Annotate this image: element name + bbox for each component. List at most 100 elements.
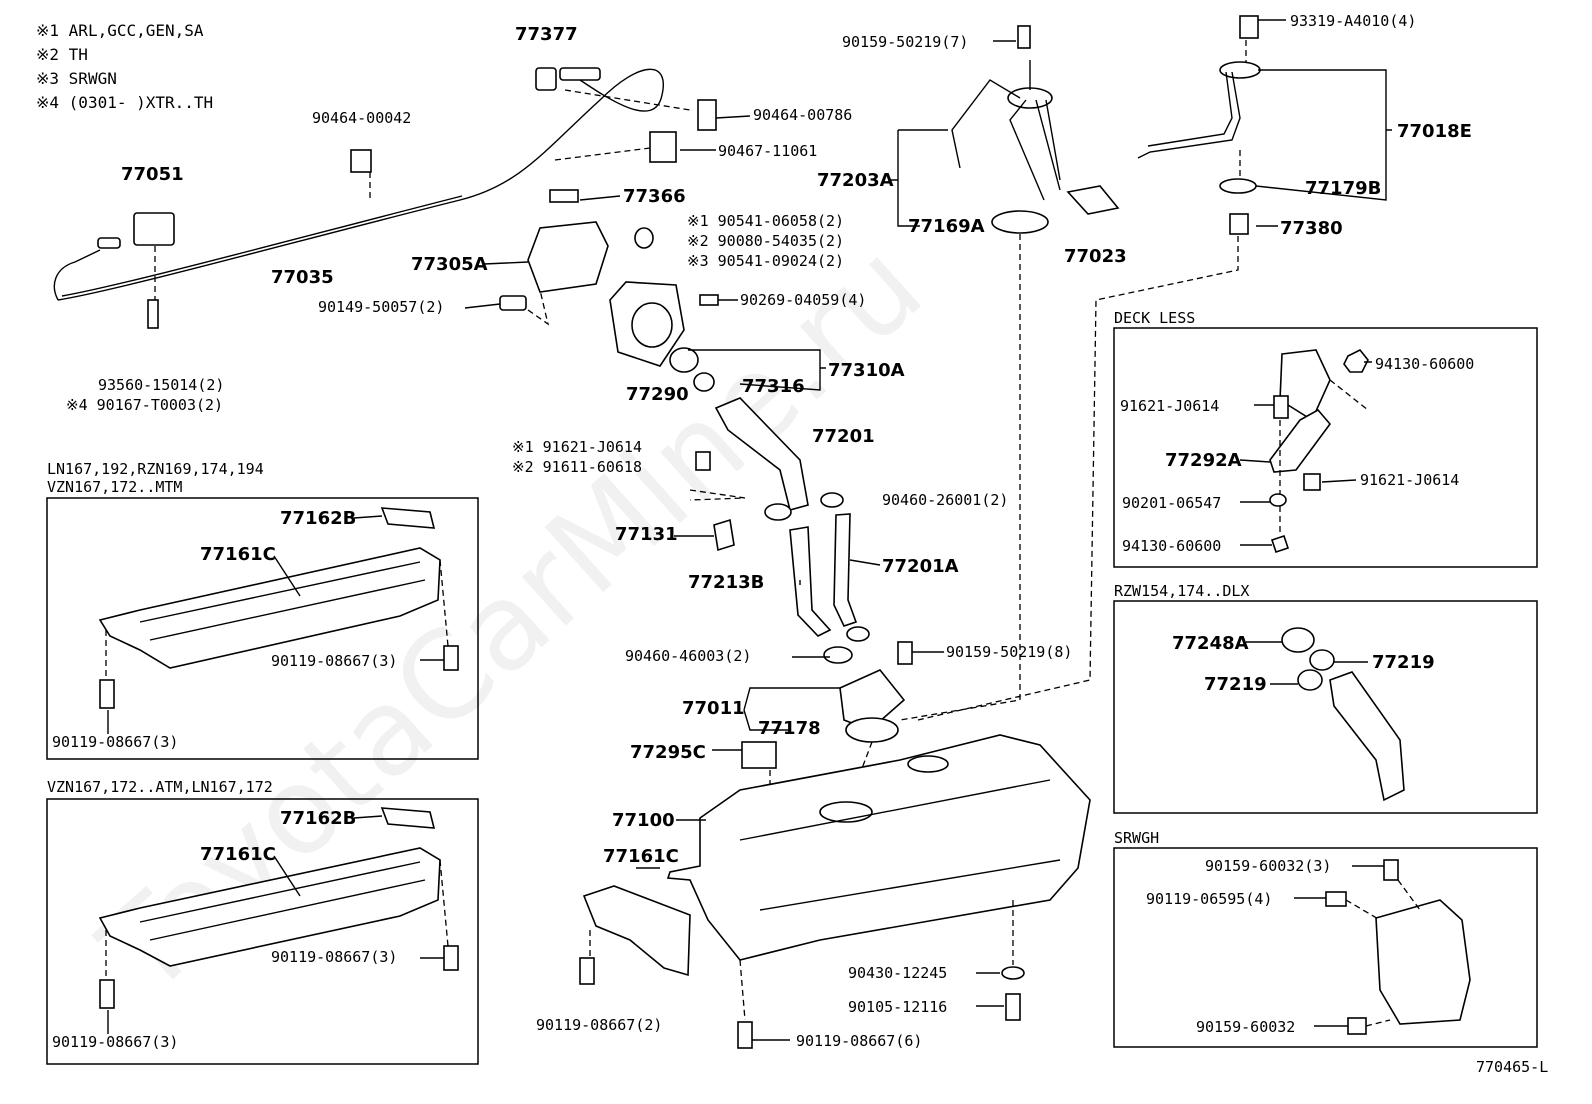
gasket-77169A [991, 210, 1049, 234]
label-77201: 77201 [812, 426, 875, 447]
cushion-90430-12245 [1001, 966, 1025, 980]
section-rzw: RZW154,174..DLX 77248A 77219 77219 [1113, 582, 1538, 814]
fuel-tank-group: 77100 77161C 90119-08667(2) 90119-08667(… [536, 734, 1091, 1050]
label-90159-50219-8: 90159-50219(8) [946, 643, 1072, 661]
filler-neck-group: 77290 77316 77310A 77201 ※1 91621-J0614 … [512, 281, 1072, 810]
label-90460-26001: 90460-26001(2) [882, 491, 1008, 509]
protector-77161C-a [98, 547, 441, 669]
label-77292A: 77292A [1165, 450, 1242, 471]
label-77219-b: 77219 [1204, 674, 1267, 695]
bracket-77292A [1269, 408, 1332, 473]
label-91621-J0614-b: 91621-J0614 [1360, 471, 1459, 489]
protector-77162B-b [380, 807, 436, 829]
diagram-code: 770465-L [1476, 1058, 1548, 1076]
label-93319-A4010: 93319-A4010(4) [1290, 12, 1416, 30]
cable-sleeve [559, 67, 601, 81]
label-note1-90541-06058: ※1 90541-06058(2) [687, 212, 844, 230]
label-77295C: 77295C [630, 742, 706, 763]
label-94130-60600-b: 94130-60600 [1122, 537, 1221, 555]
label-note2-91611-60618: ※2 91611-60618 [512, 458, 642, 476]
protector-77161C-b [98, 847, 441, 967]
filler-opening [631, 302, 673, 348]
grommet-77248A [1281, 627, 1315, 653]
label-94130-60600-a: 94130-60600 [1375, 355, 1474, 373]
label-90201-06547: 90201-06547 [1122, 494, 1221, 512]
clamp-upper-a [764, 503, 792, 521]
note-4: ※4 (0301- )XTR..TH [36, 93, 213, 112]
section-srwgh-frame [1113, 847, 1538, 1048]
bolt-b-left [99, 979, 115, 1009]
bolt-90159-60032-b [1347, 1017, 1367, 1035]
bolt-93560-15014 [147, 299, 159, 329]
label-77178: 77178 [758, 718, 821, 739]
clamp-77219-a [1309, 649, 1335, 671]
label-77018E: 77018E [1397, 121, 1472, 142]
label-90119-08667-3c: 90119-08667(3) [271, 948, 397, 966]
label-note4-90167-T0003: ※4 90167-T0003(2) [66, 396, 223, 414]
note-1: ※1 ARL,GCC,GEN,SA [36, 21, 204, 40]
label-93560-15014: 93560-15014(2) [98, 376, 224, 394]
nut-94130-60600-a [1343, 348, 1369, 373]
hinge-77366 [549, 189, 579, 203]
clamp-77295C [741, 741, 777, 769]
label-90119-08667-3a: 90119-08667(3) [271, 652, 397, 670]
label-90159-60032-3: 90159-60032(3) [1205, 857, 1331, 875]
bolt-90119-06595 [1325, 891, 1347, 907]
applicability-notes: ※1 ARL,GCC,GEN,SA ※2 TH ※3 SRWGN ※4 (030… [36, 21, 213, 112]
bolt-91621-J0614-b [1303, 473, 1321, 491]
gasket-77178 [845, 717, 899, 743]
bolt-b-right [443, 945, 459, 971]
section-rzw-title: RZW154,174..DLX [1114, 582, 1249, 600]
note-3: ※3 SRWGN [36, 69, 117, 88]
bolt-a-left [99, 679, 115, 709]
section-deck-less-title: DECK LESS [1114, 309, 1195, 327]
section-ln-mtm-frame [46, 497, 479, 760]
bracket-upper [1279, 349, 1331, 422]
section-ln-mtm-title-1: LN167,192,RZN169,174,194 [47, 460, 264, 478]
section-vzn-atm-frame [46, 798, 479, 1065]
screw-90159-50219-7 [1017, 25, 1031, 49]
label-91621-J0614-a: 91621-J0614 [1120, 397, 1219, 415]
section-deck-less-frame [1113, 327, 1538, 568]
label-77011: 77011 [682, 698, 745, 719]
clamp-90467-11061 [649, 131, 677, 163]
protector-77162B-a [380, 507, 436, 529]
label-77035: 77035 [271, 267, 334, 288]
label-90119-08667-6: 90119-08667(6) [796, 1032, 922, 1050]
filler-pipe-77201 [714, 397, 809, 511]
valve-77380 [1229, 213, 1249, 235]
nut-94130-60600-b [1270, 534, 1290, 554]
screw-93319-A4010 [1239, 15, 1259, 39]
label-77203A: 77203A [817, 170, 894, 191]
label-90460-46003: 90460-46003(2) [625, 647, 751, 665]
label-77310A: 77310A [828, 360, 905, 381]
label-90159-60032: 90159-60032 [1196, 1018, 1295, 1036]
cap-77310A [669, 347, 699, 373]
gauge-flange [1007, 87, 1053, 109]
clip-90541 [634, 227, 654, 249]
bolt-90159-50219 [897, 641, 913, 665]
bolt-90105-12116 [1005, 993, 1021, 1021]
label-77201A: 77201A [882, 556, 959, 577]
label-77179B: 77179B [1305, 178, 1381, 199]
clamp-90460-46003 [823, 646, 853, 664]
section-rzw-frame [1113, 600, 1538, 814]
clip-90464-00786 [697, 99, 717, 131]
rzw-filler-hose [1329, 671, 1405, 802]
cable-tip [97, 237, 121, 249]
label-77380: 77380 [1280, 218, 1343, 239]
section-vzn-atm: VZN167,172..ATM,LN167,172 77162B 77161C … [46, 778, 479, 1065]
label-77169A: 77169A [908, 216, 985, 237]
cable-end-connector [535, 67, 557, 91]
bolt-91621-J0614 [695, 451, 711, 471]
hose-77201A [833, 513, 858, 627]
label-77131: 77131 [615, 524, 678, 545]
fuel-tank-77100 [666, 734, 1091, 961]
label-90464-00042: 90464-00042 [312, 109, 411, 127]
clamp-77219-b [1297, 669, 1323, 691]
label-77161C-a: 77161C [200, 544, 276, 565]
screw-90269-04059 [699, 294, 719, 306]
label-90119-08667-2: 90119-08667(2) [536, 1016, 662, 1034]
label-77051: 77051 [121, 164, 184, 185]
